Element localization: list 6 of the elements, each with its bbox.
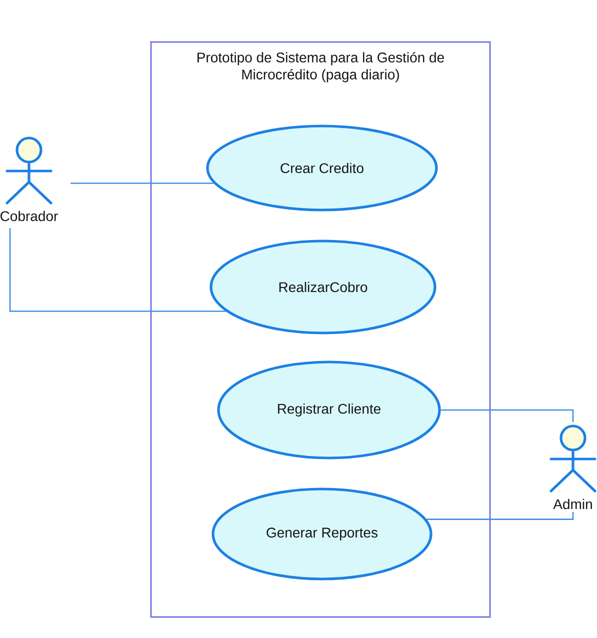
association-line: [426, 512, 574, 520]
actor-name: Admin: [553, 498, 592, 510]
association-line: [70, 182, 214, 184]
actor-name: Cobrador: [0, 210, 58, 222]
association-line: [440, 409, 574, 422]
association-line: [9, 228, 226, 312]
